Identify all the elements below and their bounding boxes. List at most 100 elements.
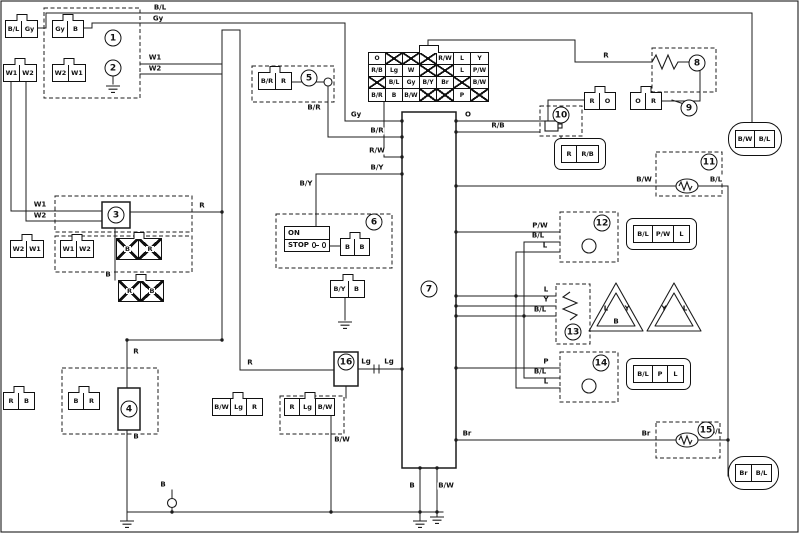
callout-13: 13 — [564, 323, 582, 341]
pin-label: B/L — [637, 369, 649, 378]
callout-15: 15 — [697, 421, 715, 439]
connector-tab-icon — [269, 66, 281, 73]
wire-label: W1 — [32, 200, 48, 209]
grid-pin-cell — [420, 53, 437, 65]
junction-dot — [454, 130, 458, 134]
comp10-box — [539, 105, 583, 137]
grid-pin-cell: B/W — [471, 77, 488, 89]
junction-dot — [454, 119, 458, 123]
pin-label: B — [73, 24, 78, 33]
pin-label: Lg — [234, 402, 243, 411]
pin-label: R — [280, 76, 286, 85]
grid-pin-cell: Y — [471, 53, 488, 65]
grid-pin-cell: B/W — [403, 89, 420, 101]
wire — [221, 29, 335, 371]
pin-label: B/L — [758, 134, 771, 143]
comp13-box — [555, 283, 591, 345]
grid-pin-cell: B — [386, 89, 403, 101]
pin-label: R — [251, 402, 257, 411]
grid-pin-cell — [471, 89, 488, 101]
pin-cell: W2 — [20, 65, 36, 81]
pin-cell: R — [646, 93, 661, 109]
coil-winding-icon — [678, 180, 693, 192]
pin-cell: W1 — [27, 241, 43, 257]
pin-cell: W1 — [4, 65, 20, 81]
connector-tab-icon — [349, 232, 361, 239]
grid-pin-cell — [420, 89, 437, 101]
junction-dot — [454, 304, 458, 308]
wire-label: R — [198, 201, 206, 210]
pin-label: W2 — [22, 68, 34, 77]
wire-label: Br — [461, 429, 473, 438]
pin-label: L — [679, 229, 684, 238]
junction-dot — [454, 314, 458, 318]
junction-dot — [400, 172, 404, 176]
junction-dot — [454, 438, 458, 442]
wire-label: L — [541, 241, 549, 250]
resistor-icon — [561, 291, 579, 321]
pin-label: R — [8, 396, 14, 405]
pin-cell: W1 — [69, 65, 85, 81]
wire-label: B — [104, 270, 112, 279]
comp8-box — [651, 47, 717, 93]
pin-cell: B — [355, 239, 369, 255]
junction-dot — [454, 294, 458, 298]
callout-1: 1 — [104, 29, 122, 47]
pin-label: Br — [739, 468, 748, 477]
pin-cell: R — [585, 93, 600, 109]
wire-label: B/W — [333, 435, 351, 444]
pin-cell: R/B — [577, 146, 598, 162]
pin-label: W2 — [54, 68, 67, 77]
pin-label: W1 — [62, 244, 75, 253]
comp3-upper-box — [54, 195, 193, 233]
pin-label: W2 — [12, 244, 25, 253]
pin-cell: W1 — [61, 241, 77, 257]
junction-dot — [454, 230, 458, 234]
triangle-connector — [646, 282, 702, 332]
connector-tab-icon — [16, 14, 27, 21]
wire — [727, 185, 731, 477]
pin-cell: B/L — [752, 465, 771, 481]
wire-label: R — [602, 51, 610, 60]
grid-pin-cell: B/Y — [420, 77, 437, 89]
pin-label: R — [650, 96, 656, 105]
pin-cell: B — [19, 393, 34, 409]
pin-cell: B/W — [213, 399, 231, 415]
grid-tab — [419, 45, 439, 53]
pin-label: O — [604, 96, 611, 105]
grid-pin-cell — [420, 65, 437, 77]
junction-dot — [454, 366, 458, 370]
pin-cell: Gy — [53, 21, 68, 37]
pin-label: W1 — [29, 244, 41, 253]
pin-label: B/W — [737, 134, 753, 143]
pin-cell: B — [68, 21, 83, 37]
pin-cell: Gy — [22, 21, 37, 37]
callout-4: 4 — [120, 400, 138, 418]
grid-pin-cell — [454, 77, 471, 89]
grid-pin-cell — [437, 65, 454, 77]
callout-12: 12 — [593, 214, 611, 232]
junction-dot — [454, 184, 458, 188]
connector-tab-icon — [78, 386, 90, 393]
wire-label: B/R — [306, 103, 322, 112]
pin-label: O — [635, 96, 641, 105]
wire — [455, 99, 585, 122]
contact-point-icon — [311, 242, 317, 249]
switch-row: ON — [285, 227, 329, 240]
wire-label: R/W — [368, 146, 386, 155]
junction-dot — [435, 466, 439, 470]
junction-dot — [726, 438, 730, 442]
pin-label: R — [125, 286, 133, 295]
pin-label: L — [682, 304, 688, 313]
wire-label: B/L — [708, 175, 724, 184]
junction-dot — [220, 210, 224, 214]
